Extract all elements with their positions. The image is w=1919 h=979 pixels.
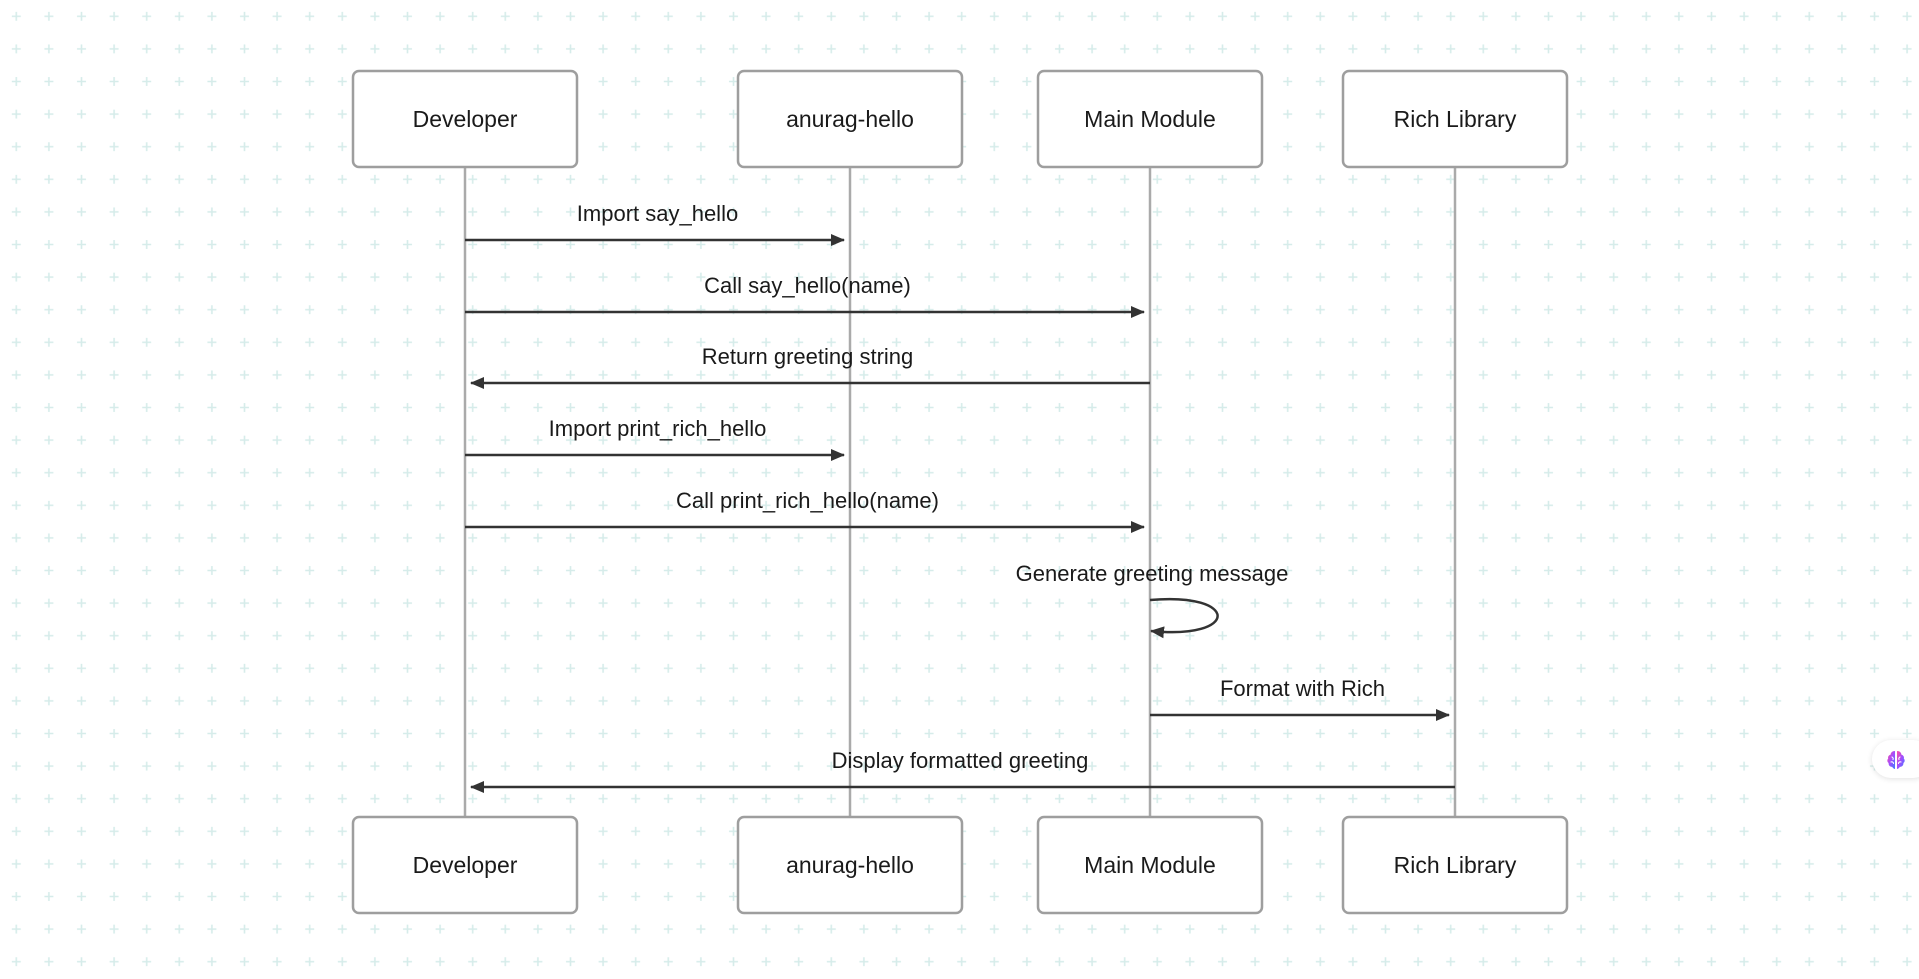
- message-3: Return greeting string: [470, 344, 1150, 389]
- participant-box: [351, 815, 579, 915]
- message-2: Call say_hello(name): [465, 273, 1145, 318]
- message-7: Format with Rich: [1150, 676, 1450, 721]
- message-1: Import say_hello: [465, 201, 845, 246]
- participant-bottom-pkg[interactable]: anurag-hello: [736, 815, 964, 915]
- message-label: Call say_hello(name): [704, 273, 911, 298]
- participant-label: Rich Library: [1394, 106, 1517, 132]
- participant-bottom-dev[interactable]: Developer: [351, 815, 579, 915]
- message-label: Call print_rich_hello(name): [676, 488, 939, 513]
- participant-label: anurag-hello: [786, 852, 914, 878]
- message-label: Import print_rich_hello: [549, 416, 767, 441]
- message-label: Import say_hello: [577, 201, 738, 226]
- participant-bottom-rich[interactable]: Rich Library: [1341, 815, 1569, 915]
- participant-label: Rich Library: [1394, 852, 1517, 878]
- participant-box: [1341, 815, 1569, 915]
- participant-top-main[interactable]: Main Module: [1036, 69, 1264, 169]
- self-message-arrow: [1149, 597, 1219, 639]
- message-label: Return greeting string: [702, 344, 914, 369]
- participant-label: Developer: [413, 106, 518, 132]
- message-6: Generate greeting message: [1016, 561, 1289, 639]
- participant-label: Developer: [413, 852, 518, 878]
- message-8: Display formatted greeting: [470, 748, 1455, 793]
- message-label: Format with Rich: [1220, 676, 1385, 701]
- brain-icon: [1887, 751, 1905, 769]
- participant-label: Main Module: [1084, 106, 1216, 132]
- participant-box: [736, 69, 964, 169]
- message-4: Import print_rich_hello: [465, 416, 845, 461]
- message-label: Generate greeting message: [1016, 561, 1289, 586]
- participant-box: [1036, 815, 1264, 915]
- participant-box: [736, 815, 964, 915]
- participant-bottom-main[interactable]: Main Module: [1036, 815, 1264, 915]
- participant-top-pkg[interactable]: anurag-hello: [736, 69, 964, 169]
- participant-top-rich[interactable]: Rich Library: [1341, 69, 1569, 169]
- participant-top-dev[interactable]: Developer: [351, 69, 579, 169]
- participant-label: anurag-hello: [786, 106, 914, 132]
- participant-box: [1036, 69, 1264, 169]
- participant-label: Main Module: [1084, 852, 1216, 878]
- participant-box: [351, 69, 579, 169]
- ai-assistant-button[interactable]: [1872, 740, 1919, 778]
- message-5: Call print_rich_hello(name): [465, 488, 1145, 533]
- participant-box: [1341, 69, 1569, 169]
- message-label: Display formatted greeting: [832, 748, 1089, 773]
